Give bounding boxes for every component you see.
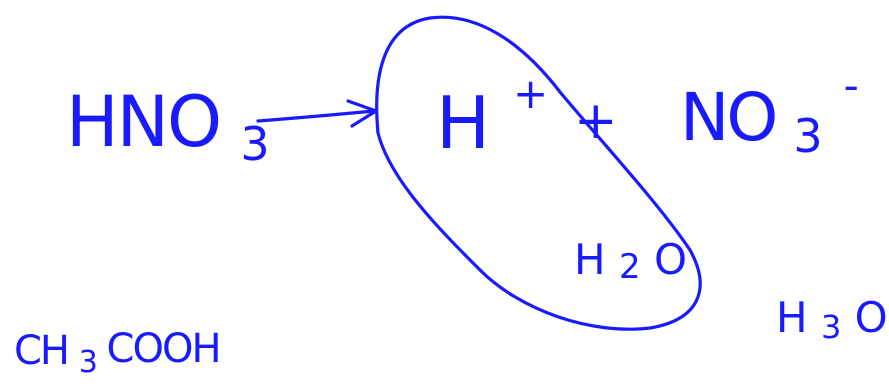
water-o: O — [654, 235, 687, 284]
nitrate-superscript: - — [844, 61, 858, 110]
svg-text:H 3 O +: H 3 O + — [776, 278, 889, 348]
nitrate-subscript: 3 — [793, 109, 819, 163]
plus-sign: + — [574, 91, 618, 151]
hydronium-h: H — [776, 293, 808, 342]
hydronium-label: H 3 O + — [776, 278, 889, 348]
h-plus-superscript: + — [513, 69, 548, 118]
svg-text:NO 3 -: NO 3 - — [680, 61, 858, 168]
h-plus-base: H — [436, 81, 490, 165]
svg-text:CH 3 COOH: CH 3 COOH — [14, 326, 220, 382]
hydronium-o: O — [855, 293, 888, 342]
nitrate-base: NO — [680, 79, 775, 156]
svg-text:H 2 O: H 2 O — [574, 235, 687, 288]
reactant-subscript: 3 — [240, 117, 267, 171]
water-h: H — [574, 235, 606, 284]
water-subscript: 2 — [619, 247, 641, 287]
svg-text:HNO 3: HNO 3 — [66, 81, 268, 171]
acetic-cooh: COOH — [107, 326, 220, 372]
hydronium-subscript: 3 — [821, 308, 841, 346]
product-h-plus: H + — [436, 69, 548, 165]
product-nitrate: NO 3 - — [680, 61, 861, 168]
svg-text:H +: H + — [436, 69, 548, 165]
reactant-base: HNO — [66, 81, 220, 163]
acetic-acid-label: CH 3 COOH — [14, 326, 222, 382]
enclosing-loop — [375, 15, 702, 331]
reaction-arrow — [256, 99, 378, 128]
acetic-ch: CH — [14, 328, 68, 374]
water-label: H 2 O — [574, 235, 687, 288]
reactant-hno3: HNO 3 — [66, 81, 270, 171]
acetic-subscript: 3 — [79, 345, 96, 380]
